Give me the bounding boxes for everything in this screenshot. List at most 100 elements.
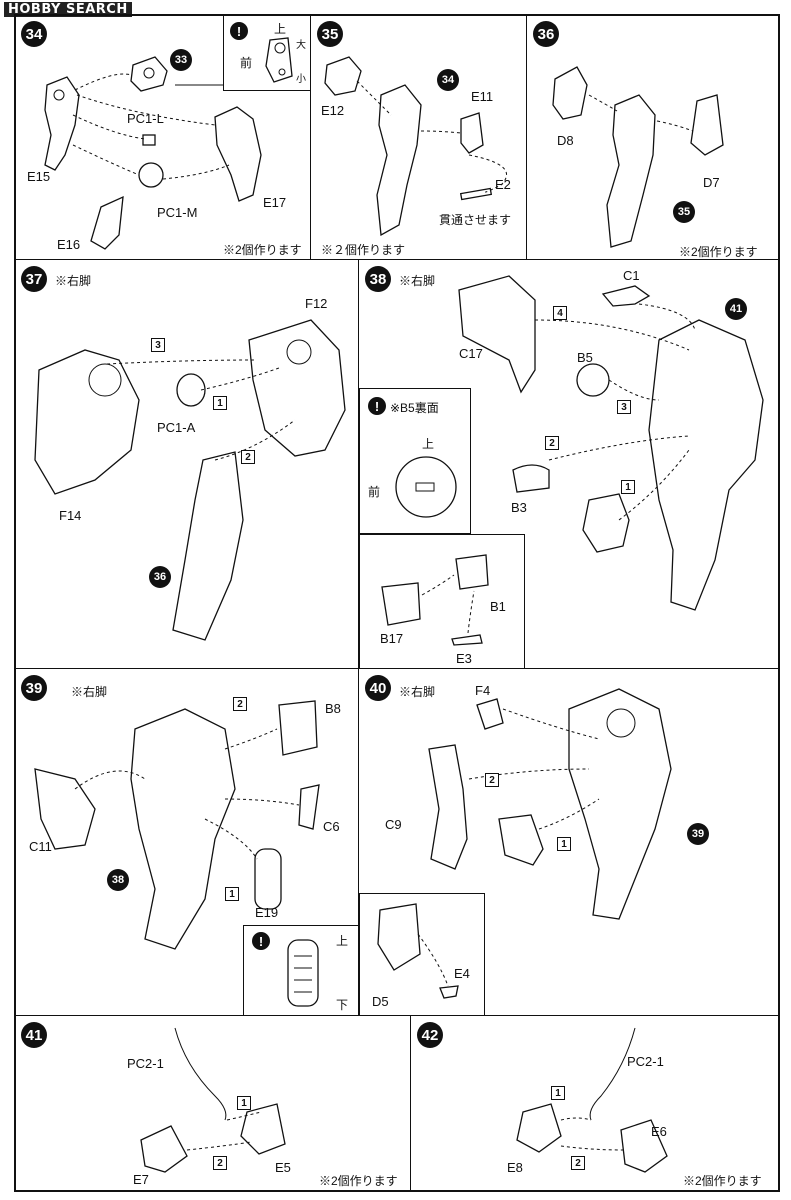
inset-small-label: 小 — [296, 74, 306, 85]
step-40-diagram — [428, 688, 672, 920]
step-39-diagram — [34, 700, 320, 950]
inset-large-label: 大 — [296, 40, 306, 51]
ref-step-33: 33 — [170, 49, 192, 71]
label-b17: B17 — [380, 631, 404, 646]
num-1: 1 — [225, 887, 239, 901]
caution-icon: ! — [368, 397, 386, 415]
step-34-diagram — [44, 56, 262, 250]
note-through: 貫通させます — [439, 213, 512, 227]
inset-front-label: 前 — [240, 56, 253, 70]
label-b1: B1 — [490, 599, 506, 614]
note-right-leg: ※右脚 — [399, 274, 436, 288]
label-b3: B3 — [511, 500, 527, 515]
step-41-panel: 41 1 2 PC2-1 E7 E5 ※2個作ります — [14, 1015, 411, 1192]
d5-subassembly-inset: E4 D5 — [359, 893, 485, 1015]
step-42-panel: 42 1 2 PC2-1 E6 E8 ※2個作ります — [410, 1015, 780, 1192]
caution-icon: ! — [252, 932, 270, 950]
note-make-two: ※2個作ります — [683, 1174, 762, 1188]
step-40-number: 40 — [365, 675, 391, 701]
step-38-diagram — [458, 275, 764, 611]
caution-icon: ! — [230, 22, 248, 40]
note-right-leg: ※右脚 — [399, 685, 436, 699]
label-f14: F14 — [59, 508, 82, 523]
label-pc1m: PC1-M — [157, 205, 198, 220]
num-1: 1 — [557, 837, 571, 851]
step-42-diagram — [516, 1027, 668, 1173]
step-38-number: 38 — [365, 266, 391, 292]
num-2: 2 — [485, 773, 499, 787]
num-2: 2 — [571, 1156, 585, 1170]
step-37-panel: 37 ※右脚 3 1 2 36 F12 PC1-A F14 — [14, 259, 359, 669]
num-2: 2 — [545, 436, 559, 450]
label-e19: E19 — [255, 905, 279, 920]
label-d5: D5 — [372, 994, 389, 1009]
inset-front-label: 前 — [368, 485, 381, 499]
num-1: 1 — [237, 1096, 251, 1110]
ref-step-36: 36 — [149, 566, 171, 588]
label-e4: E4 — [454, 966, 470, 981]
step-35-number: 35 — [317, 21, 343, 47]
inset-top-label: 上 — [422, 437, 435, 451]
label-b8: B8 — [325, 701, 341, 716]
label-e16: E16 — [57, 237, 81, 252]
label-e3: E3 — [456, 651, 472, 666]
label-e8: E8 — [507, 1160, 523, 1175]
label-e12: E12 — [321, 103, 345, 118]
label-c17: C17 — [459, 346, 483, 361]
note-make-two: ※２個作ります — [321, 243, 406, 257]
label-e2: E2 — [495, 177, 511, 192]
label-pc21: PC2-1 — [627, 1054, 664, 1069]
step-37-number: 37 — [21, 266, 47, 292]
label-e5: E5 — [275, 1160, 291, 1175]
step-35-diagram — [324, 56, 507, 237]
ref-step-39: 39 — [687, 823, 709, 845]
num-1: 1 — [551, 1086, 565, 1100]
watermark: HOBBY SEARCH — [4, 2, 132, 17]
num-3: 3 — [151, 338, 165, 352]
label-pc21: PC2-1 — [127, 1056, 164, 1071]
label-c6: C6 — [323, 819, 340, 834]
num-4: 4 — [553, 306, 567, 320]
step-41-diagram — [140, 1027, 286, 1173]
inset-bottom-label: 下 — [336, 998, 349, 1012]
label-pc1l: PC1-L — [127, 111, 164, 126]
step-34-panel: 34 33 PC1-L E15 E17 PC1-M E16 ※2個作ります ! … — [14, 14, 311, 260]
step-36-diagram — [552, 66, 724, 248]
label-d7: D7 — [703, 175, 720, 190]
note-make-two: ※2個作ります — [319, 1174, 398, 1188]
e19-orientation-inset: ! 上 下 — [243, 925, 358, 1015]
num-1: 1 — [213, 396, 227, 410]
step-34-inset: ! 上 前 大 小 — [223, 15, 310, 91]
note-right-leg: ※右脚 — [71, 685, 108, 699]
step-34-number: 34 — [21, 21, 47, 47]
num-1: 1 — [621, 480, 635, 494]
inset-top-label: 上 — [336, 934, 349, 948]
label-pc1a: PC1-A — [157, 420, 196, 435]
num-2: 2 — [241, 450, 255, 464]
note-make-two: ※2個作ります — [223, 243, 302, 257]
step-35-panel: 35 34 E12 E11 E2 貫通させます ※２個作ります — [310, 14, 527, 260]
label-b5: B5 — [577, 350, 593, 365]
step-37-diagram — [34, 319, 346, 641]
step-42-number: 42 — [417, 1022, 443, 1048]
num-2: 2 — [233, 697, 247, 711]
step-41-number: 41 — [21, 1022, 47, 1048]
ref-step-41: 41 — [725, 298, 747, 320]
step-40-panel: 40 ※右脚 2 1 39 F4 C9 E4 D5 — [358, 668, 780, 1016]
label-e17: E17 — [263, 195, 287, 210]
step-39-number: 39 — [21, 675, 47, 701]
inset-top-label: 上 — [274, 22, 287, 36]
label-d8: D8 — [557, 133, 574, 148]
ref-step-35: 35 — [673, 201, 695, 223]
label-e11: E11 — [471, 89, 494, 104]
step-36-number: 36 — [533, 21, 559, 47]
b5-back-inset: ! ※B5裏面 上 前 — [359, 388, 471, 534]
label-c9: C9 — [385, 817, 402, 832]
label-e7: E7 — [133, 1172, 149, 1187]
ref-step-38: 38 — [107, 869, 129, 891]
num-3: 3 — [617, 400, 631, 414]
label-c1: C1 — [623, 268, 640, 283]
b17-subassembly-inset: B17 B1 E3 — [359, 534, 525, 668]
step-38-panel: 38 ※右脚 4 3 2 1 41 C1 C17 B5 B3 ! ※B5裏面 上… — [358, 259, 780, 669]
step-36-panel: 36 35 D8 D7 ※2個作ります — [526, 14, 780, 260]
